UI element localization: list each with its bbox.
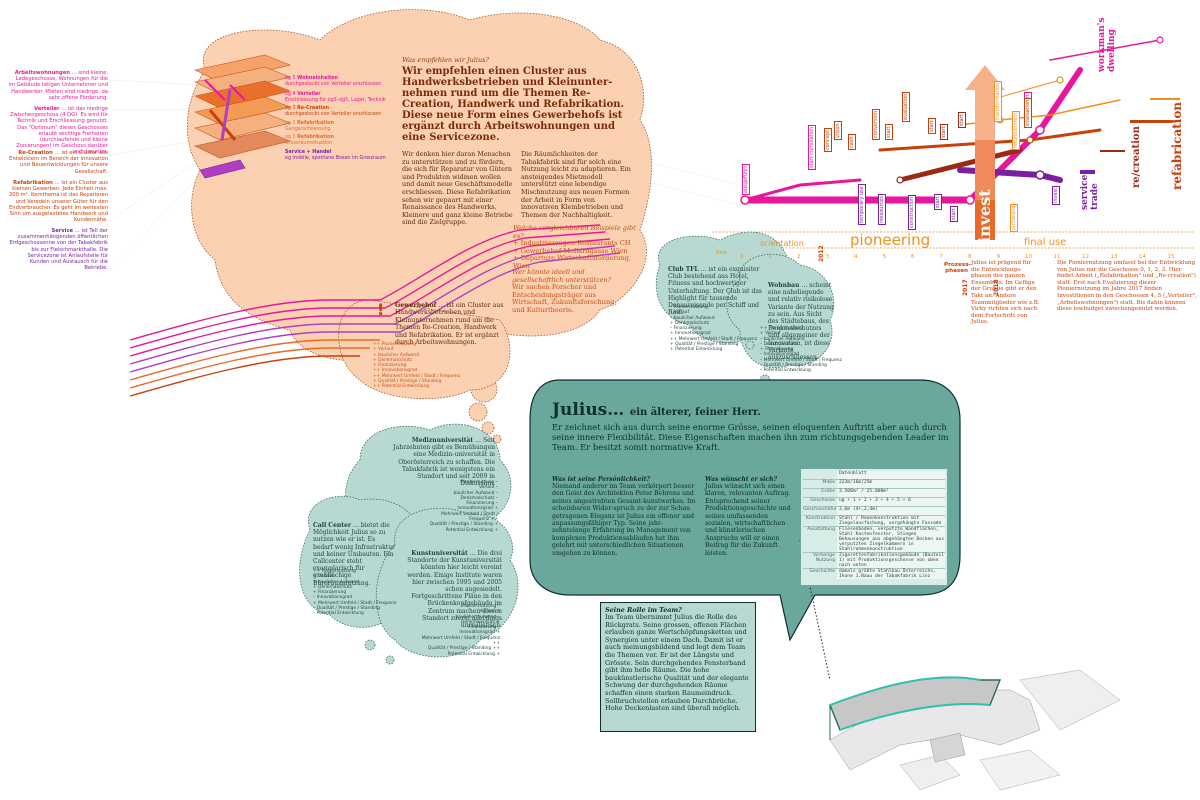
callcenter-text: Call Center … bietet die Möglichkeit Jul… [313,522,395,587]
gewerbehof-criteria: ++ Pionierstutzung + Vorlauf + baulicher… [373,342,461,390]
legend-verteiler: Verteiler … ist das niedrige Zwischenges… [9,106,108,156]
legend-arbeitswohnungen: Arbeitswohnungen … sind kleine, Ladegesc… [8,70,108,101]
year-2012: 2012 [818,245,825,262]
timeline-tick: 13 [1110,254,1118,260]
orange-bubble-content: Was empfehlen wir Julius? Wir empfehlen … [402,56,631,227]
legend-refabrikation: Refabrikation … ist ein Cluster aus klei… [9,180,108,224]
arrow-heads [1080,98,1180,174]
year-2017: 2017 [962,279,969,296]
timeline-label: pinnwand [1010,203,1018,232]
datasheet-title: Datenblatt [837,471,945,479]
timeline-label: vision [834,121,842,140]
timeline-label: refurbishment [1012,110,1020,150]
process-text-2: Die Pioniernutzung umfasst bei der Entwi… [1057,260,1197,313]
legend-re-creation: Re-Creation … ist ein Cluster aus Entwic… [9,150,108,175]
timeline-label: ausgeführt [742,163,750,195]
timeline-label: start [958,112,966,128]
timeline-arrows [740,36,1164,205]
timeline-label: cash [848,134,856,150]
julius-personality: Was ist seine Persönlichkeit? Niemand an… [552,476,696,557]
label-re-creation: re/creation [1131,126,1142,188]
julius-subtitle: ein älterer, feiner Herr. [629,407,761,418]
timeline-tick: 14 [1139,254,1146,260]
reference-examples: Welche vergleichbaren Beispiele gibt es?… [513,224,636,270]
timeline-label: transformation [994,80,1002,122]
timeline-label: start [940,124,948,140]
exclamation-icon: ! [377,300,385,319]
timeline-tick: 1 [768,254,773,260]
callcenter-criteria: ++ Pionierstutzung+ Vorlauf+ baulicher A… [313,569,397,617]
timeline-axis-label: time [716,250,728,256]
legend-service: Service … ist Teil der zusammenhängenden… [9,228,108,272]
wohnbau-text: Wohnbau … scheint eine naheliegende und … [768,282,834,362]
orange-cloud-bubble [186,9,652,444]
timeline-tick: 2 [797,254,801,260]
label-invest: invest [975,189,994,243]
timeline-label: temporary use [858,184,866,225]
timeline-label: invest [1052,185,1060,205]
timeline-label: construction [908,194,916,230]
timeline-label: ressources [878,194,886,225]
label-refabrication: refabrication [1170,101,1184,190]
wohnbau-criteria: ++ Pionierstutzung+ Vorlauf– baulicher A… [760,326,842,374]
gewerbehof-text: Gewerbehof … ist ein Cluster aus Handwer… [395,302,504,347]
timeline-tick: 10 [1025,254,1032,260]
kunstuniversitaet-criteria: Pionierstutzung –Vorlauf +baulicher Aufw… [421,604,500,657]
timeline-label: start [885,124,893,140]
julius-intro: Julius… ein älterer, feiner Herr. Er zei… [552,400,949,452]
process-text-1: Julius ist prägend für die Entwicklungs-… [971,260,1040,326]
julius-wishes: Was wünscht er sich? Julius wünscht sich… [705,476,791,557]
julius-title: Julius… [552,400,625,420]
phase-final-use: final use [1024,237,1067,248]
kunstuniversitaet-text: Kunstuniversität … Die drei Standorte de… [407,550,502,630]
timeline-tick: 9 [996,254,1001,260]
timeline-label: start [928,118,936,134]
timeline-label: concept [824,128,832,152]
timeline-label: start cumulation [808,124,816,170]
timeline-tick: 3 [825,254,830,260]
medizinuniversitaet-text: Mediznuniversität … Seit Jahrzehnten gib… [393,437,495,488]
floor-stack-illustration [194,54,291,179]
club-tfl-criteria: – Pionierstutzung– Vorlauf– baulicher Au… [670,305,758,353]
timeline-tick: 6 [911,254,915,260]
phase-orientation: orientation [760,239,804,248]
timeline-axis [712,231,1195,249]
timeline-tick: 7 [939,254,944,260]
timeline-tick: 4 [854,254,858,260]
timeline-label: conversion [872,108,880,140]
building-plan-bands [129,224,621,397]
medizinuniversitaet-criteria: Pionierstutzung –Vorlauf –baulicher Aufw… [429,480,498,533]
timeline-tick: 8 [968,254,972,260]
timeline-tick: 0 [740,254,744,260]
process-phases-label: Prozess-phasen [944,262,971,275]
timeline-label: evaluation [1024,97,1032,128]
timeline-label: evaluation [902,91,910,122]
label-service-trade: service trade [1080,174,1100,210]
timeline-tick: 15 [1167,254,1175,260]
club-tfl-text: Club TFL … ist ein exquisiter Club beste… [668,266,762,317]
timeline-label: start [950,206,958,222]
teal-cloud-bubbles [299,231,834,665]
julius-role-box: Seine Rolle im Team? Im Team übernimmt J… [600,602,756,732]
timeline-tick: 12 [1082,254,1089,260]
timeline-tick: 11 [1053,254,1061,260]
timeline-tick: 5 [882,254,887,260]
building-isometric [829,669,1121,791]
timeline-label: start [934,194,942,210]
label-workmans-dwelling: workman's dwelling [1097,17,1117,72]
legend-leader-lines [109,79,741,271]
phase-pioneering: pioneering [850,231,931,249]
supporters: Wer könnte ideell und gesellschaftlich u… [512,268,617,314]
